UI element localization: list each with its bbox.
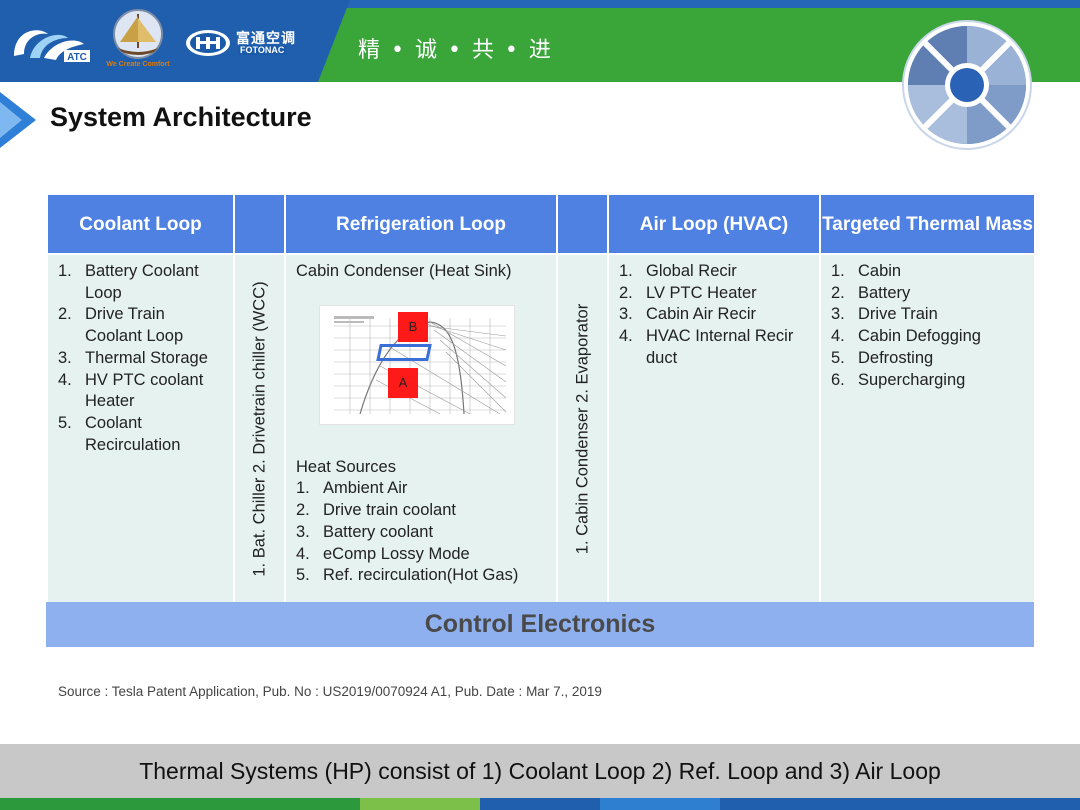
figure-label-b: B [398, 311, 428, 342]
list-item: 1.Cabin [831, 262, 902, 280]
architecture-table: Coolant Loop Refrigeration Loop Air Loop… [46, 193, 1036, 604]
ship-logo-tagline: We Create Comfort [106, 61, 170, 68]
header-refrigeration-loop: Refrigeration Loop [284, 193, 558, 255]
air-loop-list: 1.Global Recir 2.LV PTC Heater 3.Cabin A… [619, 261, 811, 370]
heat-sources-list: 1.Ambient Air 2.Drive train coolant 3.Ba… [296, 478, 548, 587]
footer-band [0, 744, 1080, 798]
page-title: System Architecture [50, 102, 312, 132]
table-header-row: Coolant Loop Refrigeration Loop Air Loop… [46, 193, 1036, 255]
list-item: 5.Ref. recirculation(Hot Gas) [296, 566, 519, 585]
thermal-mass-list: 1.Cabin 2.Battery 3.Drive Train 4.Cabin … [831, 261, 1026, 391]
footer-stripe [0, 798, 1080, 810]
list-item: 1.Ambient Air [296, 479, 408, 498]
fotonac-logo: 富通空调 FOTONAC [184, 28, 306, 58]
header-air-loop: Air Loop (HVAC) [607, 193, 821, 255]
condenser-vertical-text: 1. Cabin Condenser 2. Evaporator [573, 303, 591, 554]
footer-summary: Thermal Systems (HP) consist of 1) Coola… [139, 758, 941, 784]
list-item: 1.Battery Coolant Loop [58, 262, 199, 302]
list-item: 2.Drive train coolant [296, 501, 456, 520]
factory-photo-badge [902, 20, 1032, 150]
list-item: 5.Defrosting [831, 348, 934, 367]
coolant-loop-list: 1.Battery Coolant Loop 2.Drive Train Coo… [58, 261, 225, 456]
header-blank-2 [556, 193, 609, 255]
atc-logo-text: ATC [67, 52, 87, 63]
header-coolant-loop: Coolant Loop [46, 193, 235, 255]
list-item: 3.Battery coolant [296, 522, 434, 541]
chiller-vertical-text: 1. Bat. Chiller 2. Drivetrain chiller (W… [250, 280, 268, 577]
header-targeted-thermal-mass: Targeted Thermal Mass [819, 193, 1036, 255]
heat-sink-text: Cabin Condenser (Heat Sink) [296, 262, 512, 280]
list-item: 4.HVAC Internal Recir duct [619, 327, 794, 367]
figure-highlight-outline [376, 343, 432, 361]
title-arrow-icon [0, 92, 36, 148]
fotonac-logo-english: FOTONAC [238, 45, 287, 55]
ship-icon [113, 9, 163, 59]
header-slogan: 精 • 诚 • 共 • 进 [358, 38, 553, 63]
air-loop-cell: 1.Global Recir 2.LV PTC Heater 3.Cabin A… [607, 253, 821, 604]
list-item: 4.HV PTC coolant Heater [58, 370, 204, 411]
chiller-cell: 1. Bat. Chiller 2. Drivetrain chiller (W… [233, 253, 286, 604]
ship-logo: We Create Comfort [104, 8, 172, 68]
list-item: 6.Supercharging [831, 370, 966, 389]
header-blank-1 [233, 193, 286, 255]
coolant-loop-cell: 1.Battery Coolant Loop 2.Drive Train Coo… [46, 253, 235, 604]
heat-sources-title: Heat Sources [296, 457, 396, 476]
list-item: 5.Coolant Recirculation [58, 413, 181, 454]
fotonac-logo-chinese: 富通空调 [236, 30, 296, 46]
refrigeration-loop-cell: Cabin Condenser (Heat Sink) [284, 253, 558, 604]
source-citation: Source : Tesla Patent Application, Pub. … [58, 684, 602, 699]
fotonac-emblem-icon [186, 30, 230, 56]
list-item: 2.LV PTC Heater [619, 283, 757, 302]
list-item: 1.Global Recir [619, 262, 737, 280]
figure-label-a: A [388, 367, 418, 398]
list-item: 3.Drive Train [831, 305, 938, 324]
table-body-row: 1.Battery Coolant Loop 2.Drive Train Coo… [46, 253, 1036, 604]
thermal-mass-cell: 1.Cabin 2.Battery 3.Drive Train 4.Cabin … [819, 253, 1036, 604]
list-item: 3.Thermal Storage [58, 348, 208, 367]
atc-logo: ATC [8, 20, 92, 66]
list-item: 2.Battery [831, 283, 911, 302]
list-item: 3.Cabin Air Recir [619, 305, 757, 324]
slide-header: ATC We Create Comfort 富通空调 FOTONAC 精 • 诚… [0, 0, 1080, 82]
list-item: 4.eComp Lossy Mode [296, 544, 470, 563]
list-item: 4.Cabin Defogging [831, 327, 981, 346]
condenser-cell: 1. Cabin Condenser 2. Evaporator [556, 253, 609, 604]
list-item: 2.Drive Train Coolant Loop [58, 305, 184, 346]
ph-diagram-figure: B A [319, 304, 515, 425]
control-electronics-bar: Control Electronics [46, 602, 1034, 647]
